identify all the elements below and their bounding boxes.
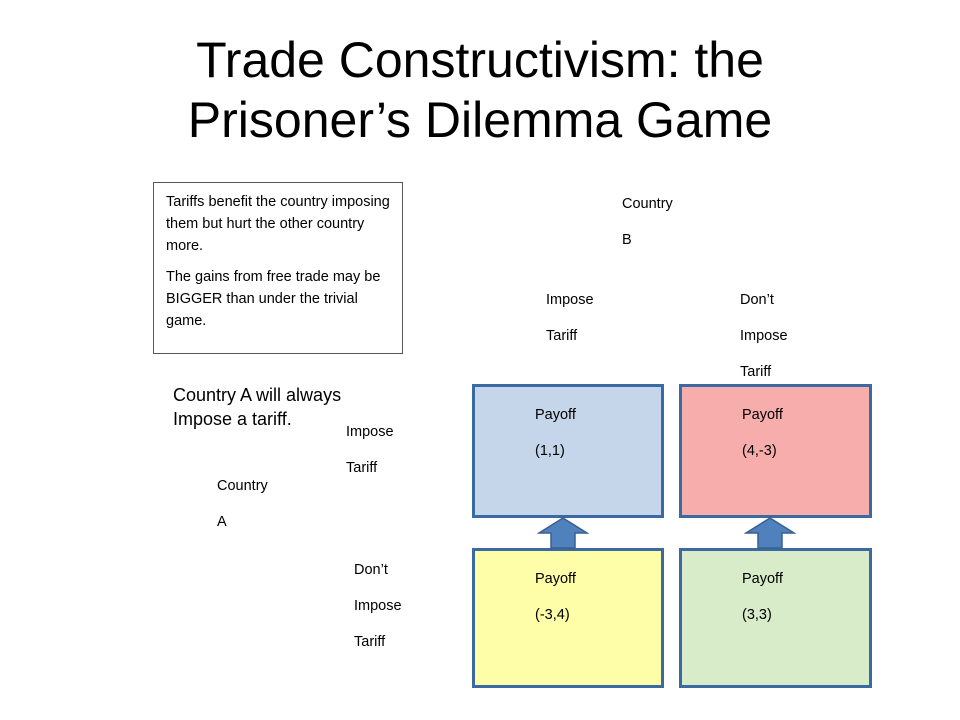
up-arrow-icon	[537, 517, 589, 549]
note-box: Tariffs benefit the country imposing the…	[153, 182, 403, 354]
payoff-cell-dont-impose: Payoff (-3,4)	[472, 548, 664, 688]
col-dont-line-2: Impose	[740, 328, 788, 344]
conclusion-text: Country A will always Impose a tariff.	[173, 383, 341, 431]
col-impose-line-2: Tariff	[546, 328, 578, 344]
col-dont-line-3: Tariff	[740, 364, 772, 380]
title-line-2: Prisoner’s Dilemma Game	[187, 92, 773, 148]
note-paragraph-1: Tariffs benefit the country imposing the…	[166, 194, 390, 254]
country-b-label: Country	[622, 196, 673, 212]
payoff-cell-impose-impose: Payoff (1,1)	[472, 384, 664, 518]
row-dont-line-2: Impose	[354, 598, 402, 614]
payoff-cell-dont-dont: Payoff (3,3)	[679, 548, 872, 688]
conclusion-line-2: Impose a tariff.	[173, 409, 292, 429]
payoff-label: Payoff	[742, 407, 783, 423]
conclusion-line-1: Country A will always	[173, 385, 342, 405]
payoff-value: (1,1)	[535, 443, 565, 459]
row-impose-line-2: Tariff	[346, 460, 378, 476]
page-title: Trade Constructivism: the Prisoner’s Dil…	[0, 30, 960, 150]
row-dont-line-3: Tariff	[354, 634, 386, 650]
payoff-value: (3,3)	[742, 607, 772, 623]
row-impose-line-1: Impose	[346, 424, 394, 440]
payoff-cell-impose-dont: Payoff (4,-3)	[679, 384, 872, 518]
title-line-1: Trade Constructivism: the	[196, 32, 764, 88]
note-paragraph-2: The gains from free trade may be BIGGER …	[166, 269, 381, 329]
payoff-label: Payoff	[535, 407, 576, 423]
payoff-label: Payoff	[742, 571, 783, 587]
country-b-letter: B	[622, 232, 632, 248]
up-arrow-icon	[744, 517, 796, 549]
country-a-label: Country	[217, 478, 268, 494]
payoff-value: (4,-3)	[742, 443, 777, 459]
col-impose-line-1: Impose	[546, 292, 594, 308]
payoff-label: Payoff	[535, 571, 576, 587]
payoff-value: (-3,4)	[535, 607, 570, 623]
col-dont-line-1: Don’t	[740, 292, 774, 308]
row-dont-line-1: Don’t	[354, 562, 388, 578]
country-a-letter: A	[217, 514, 227, 530]
